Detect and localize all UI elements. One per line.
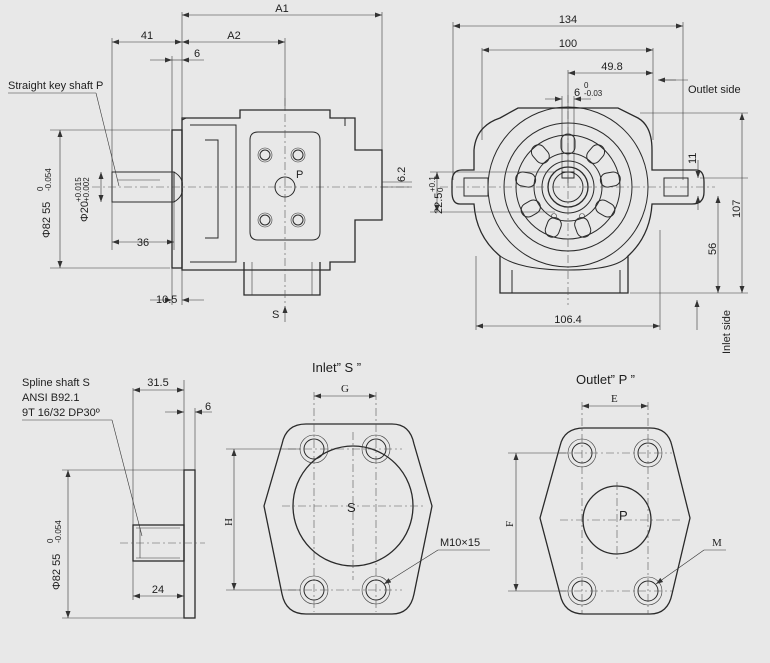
dim-10-5: 10.5 bbox=[156, 294, 177, 306]
dim-56: 56 bbox=[707, 243, 719, 255]
dim-6-top: 6 bbox=[194, 48, 200, 60]
spline-flange bbox=[183, 469, 196, 619]
dim-22-5: 22.5 bbox=[433, 193, 445, 214]
piston-slot bbox=[544, 217, 562, 238]
dim-phi20: Φ20 bbox=[79, 201, 91, 222]
dim-f: F bbox=[504, 521, 516, 527]
dim-106-4: 106.4 bbox=[554, 314, 582, 326]
piston-slot bbox=[595, 199, 616, 218]
dim-g: G bbox=[341, 383, 349, 395]
side-view: A1 41 A2 6 Straight key shaft P Φ82 55 0… bbox=[8, 3, 412, 322]
outlet-flange-outline bbox=[539, 427, 691, 615]
dim-134: 134 bbox=[559, 14, 577, 26]
dim-m: M bbox=[712, 537, 722, 549]
svg-text:-0.03: -0.03 bbox=[584, 89, 603, 98]
spline-shaft-view: Spline shaft S ANSI B92.1 9T 16/32 DP30º… bbox=[22, 377, 212, 619]
inlet-title: Inlet” S ” bbox=[312, 360, 361, 375]
dim-107: 107 bbox=[731, 200, 743, 218]
piston-slot bbox=[599, 171, 621, 188]
inlet-flange-outline bbox=[263, 423, 433, 615]
front-body-outline bbox=[451, 107, 705, 294]
dim-phi82-bottom: Φ82 55 bbox=[51, 554, 63, 590]
svg-text:-0.054: -0.054 bbox=[54, 520, 63, 543]
dim-49-8: 49.8 bbox=[601, 61, 622, 73]
body-port-p: P bbox=[296, 169, 303, 181]
label-spline-line2: ANSI B92.1 bbox=[22, 392, 79, 404]
piston-slot bbox=[574, 217, 592, 238]
dim-6-2: 6.2 bbox=[396, 167, 408, 182]
dim-m10: M10×15 bbox=[440, 537, 480, 549]
dim-6-key: 6 bbox=[574, 87, 580, 99]
piston-slot bbox=[515, 171, 537, 188]
label-outlet-side: Outlet side bbox=[688, 84, 741, 96]
dim-31-5: 31.5 bbox=[147, 377, 168, 389]
outlet-port-view: Outlet” P ” P E F M bbox=[504, 372, 726, 615]
dim-24: 24 bbox=[152, 584, 164, 596]
svg-text:0: 0 bbox=[436, 187, 445, 192]
dim-11: 11 bbox=[687, 153, 699, 164]
svg-text:+0.1: +0.1 bbox=[428, 176, 437, 192]
svg-text:0: 0 bbox=[36, 186, 45, 191]
svg-text:-0.054: -0.054 bbox=[44, 168, 53, 191]
inlet-port-s: S bbox=[347, 500, 356, 515]
dim-e: E bbox=[611, 393, 618, 405]
dim-h: H bbox=[223, 518, 235, 526]
body-port-flange bbox=[249, 131, 321, 241]
dim-41: 41 bbox=[141, 30, 153, 42]
piston-slot bbox=[530, 144, 550, 164]
dim-a1: A1 bbox=[275, 3, 288, 15]
dim-36: 36 bbox=[137, 237, 149, 249]
label-straight-key-shaft: Straight key shaft P bbox=[8, 80, 103, 92]
label-spline-line3: 9T 16/32 DP30º bbox=[22, 407, 100, 419]
piston-slot bbox=[586, 144, 606, 164]
outlet-port-p: P bbox=[619, 508, 628, 523]
dim-phi82-top: Φ82 55 bbox=[41, 202, 53, 238]
outlet-title: Outlet” P ” bbox=[576, 372, 635, 387]
piston-slot bbox=[520, 199, 541, 218]
label-inlet-side: Inlet side bbox=[721, 310, 733, 354]
svg-text:+0.002: +0.002 bbox=[82, 177, 91, 202]
inlet-port-view: Inlet” S ” S G H M10×15 bbox=[223, 360, 490, 615]
dim-100: 100 bbox=[559, 38, 577, 50]
svg-text:0: 0 bbox=[584, 81, 589, 90]
svg-text:+0.015: +0.015 bbox=[74, 177, 83, 202]
dim-a2: A2 bbox=[227, 30, 240, 42]
flow-s-label: S bbox=[272, 309, 279, 321]
svg-text:0: 0 bbox=[46, 538, 55, 543]
front-view: 134 100 49.8 Outlet side 6 0 -0.03 bbox=[428, 14, 748, 354]
dim-6-spline: 6 bbox=[205, 401, 211, 413]
label-spline-line1: Spline shaft S bbox=[22, 377, 90, 389]
